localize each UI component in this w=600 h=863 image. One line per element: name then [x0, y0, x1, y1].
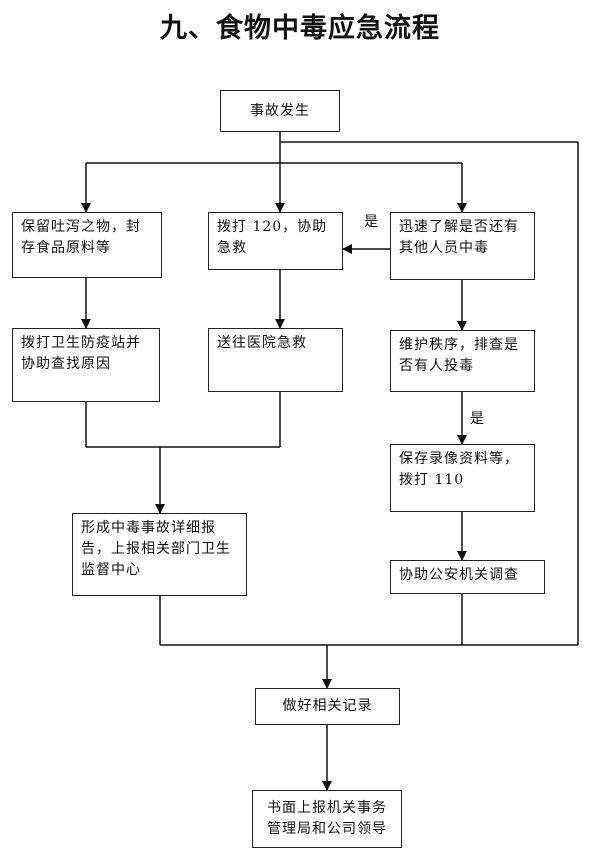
node-call-health: 拨打卫生防疫站并协助查找原因	[12, 328, 160, 402]
node-preserve-vomit: 保留吐泻之物，封存食品原料等	[12, 212, 162, 278]
node-assist-police: 协助公安机关调查	[390, 560, 545, 594]
page-title: 九、食物中毒应急流程	[160, 13, 440, 44]
node-report-detail: 形成中毒事故详细报告，上报相关部门卫生监督中心	[72, 513, 247, 596]
node-keep-order: 维护秩序，排查是否有人投毒	[390, 330, 535, 392]
node-records: 做好相关记录	[255, 688, 400, 725]
label-yes-down: 是	[470, 411, 484, 427]
node-send-hospital: 送往医院急救	[208, 328, 343, 392]
label-yes-left: 是	[364, 214, 378, 230]
node-save-video: 保存录像资料等，拨打 110	[390, 444, 535, 512]
node-incident: 事故发生	[220, 90, 340, 132]
node-check-others: 迅速了解是否还有其他人员中毒	[390, 212, 535, 280]
node-written-report: 书面上报机关事务管理局和公司领导	[252, 790, 402, 848]
node-call-120: 拨打 120，协助急救	[208, 212, 343, 270]
